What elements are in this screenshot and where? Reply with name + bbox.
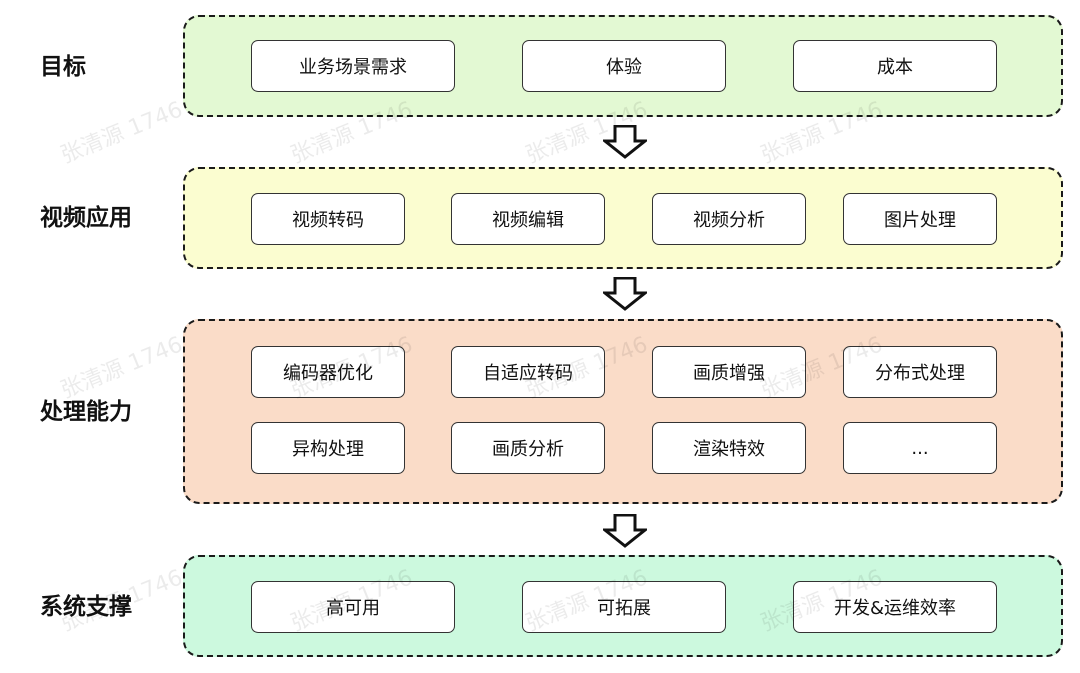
cap-box-distributed: 分布式处理 bbox=[843, 346, 997, 398]
cap-box-adaptive-transcode: 自适应转码 bbox=[451, 346, 605, 398]
goal-panel: 业务场景需求 体验 成本 bbox=[183, 15, 1063, 117]
app-box-transcode: 视频转码 bbox=[251, 193, 405, 245]
app-box-analysis: 视频分析 bbox=[652, 193, 806, 245]
watermark-text: 张清源 1746 bbox=[57, 332, 187, 404]
app-box-image-processing: 图片处理 bbox=[843, 193, 997, 245]
goal-box-business-needs: 业务场景需求 bbox=[251, 40, 455, 92]
down-arrow-icon bbox=[603, 277, 647, 311]
watermark-text: 张清源 1746 bbox=[57, 97, 187, 169]
cap-box-encoder-optimization: 编码器优化 bbox=[251, 346, 405, 398]
video-application-panel: 视频转码 视频编辑 视频分析 图片处理 bbox=[183, 167, 1063, 269]
support-box-scalability: 可拓展 bbox=[522, 581, 726, 633]
row-label-application: 视频应用 bbox=[40, 205, 132, 231]
support-box-devops-efficiency: 开发&运维效率 bbox=[793, 581, 997, 633]
cap-box-heterogeneous: 异构处理 bbox=[251, 422, 405, 474]
row-label-capability: 处理能力 bbox=[40, 399, 132, 425]
cap-box-render-effects: 渲染特效 bbox=[652, 422, 806, 474]
cap-box-more: ... bbox=[843, 422, 997, 474]
down-arrow-icon bbox=[603, 125, 647, 159]
app-box-editing: 视频编辑 bbox=[451, 193, 605, 245]
cap-box-quality-analysis: 画质分析 bbox=[451, 422, 605, 474]
goal-box-experience: 体验 bbox=[522, 40, 726, 92]
goal-box-cost: 成本 bbox=[793, 40, 997, 92]
cap-box-quality-enhance: 画质增强 bbox=[652, 346, 806, 398]
processing-capability-panel: 编码器优化 自适应转码 画质增强 分布式处理 异构处理 画质分析 渲染特效 ..… bbox=[183, 319, 1063, 504]
system-support-panel: 高可用 可拓展 开发&运维效率 bbox=[183, 555, 1063, 657]
down-arrow-icon bbox=[603, 514, 647, 548]
row-label-support: 系统支撑 bbox=[40, 594, 132, 620]
row-label-goal: 目标 bbox=[40, 54, 86, 80]
support-box-high-availability: 高可用 bbox=[251, 581, 455, 633]
